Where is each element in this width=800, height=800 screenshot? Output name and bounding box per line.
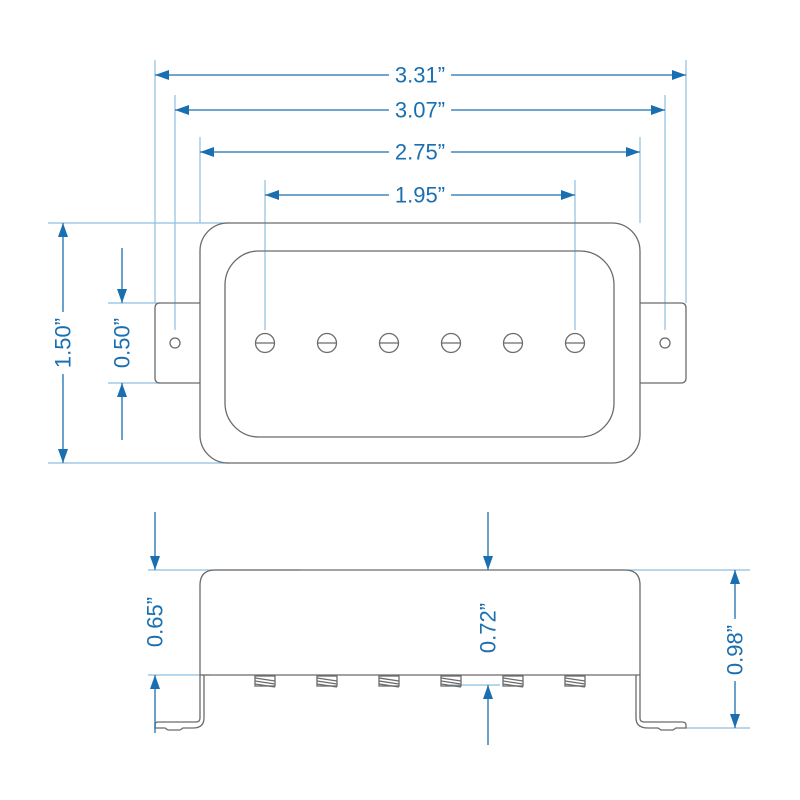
dim-cover-length-label: 2.75”: [395, 140, 445, 165]
pole-screws: [254, 675, 586, 688]
pole-piece: [440, 332, 462, 354]
left-leg: [154, 675, 205, 731]
dim-height-to-pole-bottom: 0.72”: [475, 512, 501, 745]
screw-thread: [440, 683, 462, 688]
pole-screw: [316, 675, 338, 688]
dim-overall-length-label: 3.31”: [395, 63, 445, 88]
right-leg: [635, 675, 687, 731]
pole-piece: [316, 332, 338, 354]
arrow-head: [265, 190, 279, 200]
dim-height-to-pole-bottom-label-bg: [475, 596, 501, 660]
dim-overall-length: 3.31”: [155, 62, 686, 88]
screw-thread: [254, 680, 276, 685]
dim-pole-spacing: 1.95”: [265, 182, 575, 208]
arrow-head: [117, 289, 127, 303]
right-mounting-hole: [659, 337, 671, 349]
arrow-head: [58, 223, 68, 237]
dim-cover-length-label-bg: [388, 139, 452, 165]
cover-inner: [224, 250, 615, 438]
dim-ear-width-label: 0.50”: [110, 318, 135, 368]
pole-piece: [254, 332, 276, 354]
arrow-head: [58, 449, 68, 463]
arrow-head: [483, 685, 493, 699]
dim-cover-width-label: 1.50”: [51, 318, 76, 368]
dim-ear-width: 0.50”: [109, 248, 135, 440]
cover-outer: [199, 222, 641, 464]
arrow-head: [200, 147, 214, 157]
screw-thread: [316, 680, 338, 685]
arrow-head: [117, 383, 127, 397]
cover-side: [199, 569, 641, 676]
screw-thread: [378, 683, 400, 688]
dim-cover-height: 0.65”: [142, 512, 168, 733]
dim-cover-width-label-bg: [50, 311, 76, 375]
dim-overall-length-label-bg: [388, 62, 452, 88]
arrow-head: [150, 675, 160, 689]
dim-total-height-label: 0.98”: [723, 625, 748, 675]
dim-total-height-label-bg: [722, 618, 748, 682]
pole-screw: [502, 675, 524, 688]
screw-thread: [564, 677, 586, 682]
dim-mounting-hole-spacing-label-bg: [388, 97, 452, 123]
dim-cover-length: 2.75”: [200, 139, 640, 165]
screw-thread: [316, 677, 338, 682]
dim-total-height: 0.98”: [722, 570, 748, 728]
left-mounting-hole: [169, 337, 181, 349]
pole-screw: [440, 675, 462, 688]
pole-piece: [564, 332, 586, 354]
arrow-head: [561, 190, 575, 200]
right-mounting-ear: [640, 302, 687, 384]
screw-thread: [502, 683, 524, 688]
screw-thread: [502, 680, 524, 685]
arrow-head: [155, 70, 169, 80]
arrow-head: [730, 714, 740, 728]
dim-mounting-hole-spacing: 3.07”: [175, 97, 665, 123]
arrow-head: [150, 556, 160, 570]
pole-screw: [254, 675, 276, 688]
arrow-head: [175, 105, 189, 115]
dim-ear-width-label-bg: [109, 311, 135, 375]
dim-cover-width: 1.50”: [50, 223, 76, 463]
arrow-head: [730, 570, 740, 584]
screw-thread: [440, 677, 462, 682]
screw-thread: [254, 677, 276, 682]
dimensions: 3.31” 3.07” 2.75” 1.95” 1.50” 0.50” 0.65” 0.72”…: [50, 62, 748, 745]
pole-pieces: [254, 332, 586, 354]
pickup-side-view: [154, 569, 687, 731]
pole-screw: [378, 675, 400, 688]
dim-mounting-hole-spacing-label: 3.07”: [395, 98, 445, 123]
pole-piece: [502, 332, 524, 354]
dim-height-to-pole-bottom-label: 0.72”: [476, 603, 501, 653]
screw-thread: [564, 683, 586, 688]
pickup-top-view: [154, 222, 687, 464]
dim-cover-height-label: 0.65”: [143, 597, 168, 647]
arrow-head: [651, 105, 665, 115]
screw-thread: [378, 677, 400, 682]
screw-thread: [254, 683, 276, 688]
arrow-head: [672, 70, 686, 80]
pole-screw: [564, 675, 586, 688]
screw-thread: [316, 683, 338, 688]
dim-pole-spacing-label: 1.95”: [395, 183, 445, 208]
screw-thread: [502, 677, 524, 682]
arrow-head: [626, 147, 640, 157]
pole-piece: [378, 332, 400, 354]
left-mounting-ear: [154, 302, 200, 384]
arrow-head: [483, 556, 493, 570]
screw-thread: [564, 680, 586, 685]
screw-thread: [440, 680, 462, 685]
dim-cover-height-label-bg: [142, 590, 168, 654]
dim-pole-spacing-label-bg: [388, 182, 452, 208]
screw-thread: [378, 680, 400, 685]
